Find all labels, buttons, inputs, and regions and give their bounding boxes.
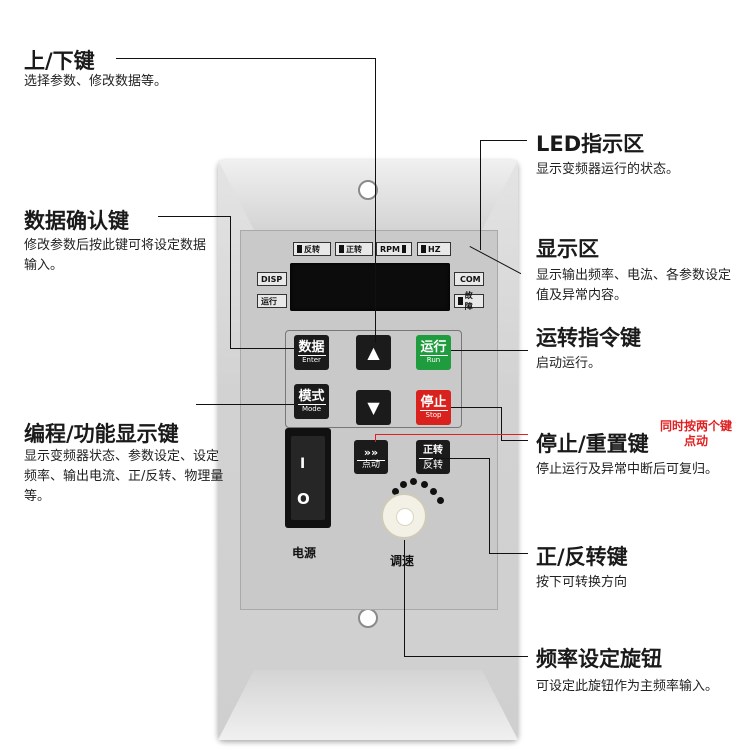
speed-label: 调速 xyxy=(390,554,415,568)
mounting-hole-bottom xyxy=(358,608,378,628)
run-key-label: 运行 xyxy=(420,340,447,355)
leader-line-dir-v xyxy=(489,458,490,553)
callout-display-title: 显示区 xyxy=(536,237,599,261)
callout-freq-desc: 可设定此旋钮作为主频率输入。 xyxy=(536,679,719,694)
run-key[interactable]: 运行 Run xyxy=(416,335,451,370)
leader-line-program xyxy=(196,404,294,405)
indicator-fault: 故障 xyxy=(454,291,484,311)
leader-line-confirm-h xyxy=(230,348,294,349)
knob-cap xyxy=(396,508,414,526)
callout-dir-title: 正/反转键 xyxy=(536,545,628,569)
switch-off-mark: O xyxy=(297,490,310,508)
leader-line-dir-h xyxy=(489,553,528,554)
leader-line-stop xyxy=(451,407,501,408)
forward-label: 正转 xyxy=(423,444,443,456)
callout-freq-title: 频率设定旋钮 xyxy=(536,647,662,671)
callout-confirm-title: 数据确认键 xyxy=(24,209,129,233)
stop-key-sublabel: Stop xyxy=(419,410,448,420)
callout-run-title: 运转指令键 xyxy=(536,326,641,350)
enter-key-label: 数据 xyxy=(298,340,325,355)
leader-line-confirm-v xyxy=(230,216,231,348)
faceplate-bottom-bevel xyxy=(218,670,518,740)
leader-line-freq xyxy=(404,656,528,657)
indicator-reverse: 反转 xyxy=(293,242,331,256)
leader-line-stop-v xyxy=(501,407,502,440)
knob-scale-dot xyxy=(392,488,399,495)
callout-led-desc: 显示变频器运行的状态。 xyxy=(536,162,680,177)
leader-line-led xyxy=(480,140,527,141)
callout-display-desc: 显示输出频率、电汯、各参数设定值及异常内容。 xyxy=(536,268,732,303)
callout-stop-title: 停止/重置键 xyxy=(536,432,649,456)
indicator-disp: DISP xyxy=(257,272,287,286)
mounting-hole-top xyxy=(358,180,378,200)
enter-key[interactable]: 数据 Enter xyxy=(294,335,329,370)
knob-scale-dot xyxy=(430,488,437,495)
mode-key-sublabel: Mode xyxy=(297,404,326,414)
leader-line-jog-red-v xyxy=(375,434,376,442)
jog-key[interactable]: »» 点动 xyxy=(354,440,388,474)
power-label: 电源 xyxy=(292,546,317,560)
leader-line-updown-v xyxy=(375,58,376,343)
leader-line-led-v xyxy=(480,140,481,250)
indicator-running: 运行 xyxy=(257,294,287,308)
run-key-sublabel: Run xyxy=(419,355,448,365)
callout-updown-desc: 选择参数、修改数据等。 xyxy=(24,74,168,89)
reverse-label: 反转 xyxy=(419,457,447,472)
callout-stop-desc: 停止运行及异常中断后可复归。 xyxy=(536,462,719,477)
leader-line-run xyxy=(451,350,528,351)
stop-key-label: 停止 xyxy=(420,395,447,410)
frequency-knob[interactable] xyxy=(381,493,427,539)
callout-led-title: LED指示区 xyxy=(536,132,645,156)
knob-scale-dot xyxy=(437,497,444,504)
leader-line-freq-v xyxy=(404,540,405,656)
down-arrow-icon: ▼ xyxy=(367,398,380,417)
jog-icon: »» xyxy=(363,445,379,459)
indicator-hz: HZ xyxy=(417,242,451,256)
knob-scale-dot xyxy=(421,481,428,488)
callout-run-desc: 启动运行。 xyxy=(536,356,602,371)
knob-scale-dot xyxy=(410,478,417,485)
power-rocker xyxy=(291,436,325,520)
callout-dir-desc: 按下可转换方向 xyxy=(536,575,628,590)
down-key[interactable]: ▼ xyxy=(356,390,391,425)
leader-line-dir xyxy=(433,458,489,459)
keypad-group xyxy=(285,330,462,428)
callout-stop-note: 同时按两个键点动 xyxy=(660,419,733,448)
leader-line-stop-h xyxy=(501,440,528,441)
up-key[interactable]: ▲ xyxy=(356,335,391,370)
up-arrow-icon: ▲ xyxy=(367,343,380,362)
switch-on-mark: I xyxy=(300,456,306,472)
indicator-com: COM xyxy=(454,272,484,286)
led-display xyxy=(290,263,450,311)
direction-key[interactable]: 正转 反转 xyxy=(416,440,450,474)
indicator-rpm: RPM xyxy=(376,242,412,256)
leader-line-updown xyxy=(116,58,376,59)
enter-key-sublabel: Enter xyxy=(297,355,326,365)
leader-line-confirm xyxy=(158,216,230,217)
callout-program-desc: 显示变频器状态、参数设定、设定频率、输出电流、正/反转、物理量等。 xyxy=(24,449,224,504)
leader-line-jog-red xyxy=(375,434,528,435)
indicator-forward: 正转 xyxy=(335,242,373,256)
knob-scale-dot xyxy=(400,481,407,488)
callout-program-title: 编程/功能显示键 xyxy=(24,422,179,446)
stop-key[interactable]: 停止 Stop xyxy=(416,390,451,425)
jog-key-label: 点动 xyxy=(357,459,385,470)
callout-updown-title: 上/下键 xyxy=(24,49,95,73)
callout-confirm-desc: 修改参数后按此键可将设定数据输入。 xyxy=(24,238,207,273)
mode-key-label: 模式 xyxy=(298,389,325,404)
mode-key[interactable]: 模式 Mode xyxy=(294,384,329,419)
